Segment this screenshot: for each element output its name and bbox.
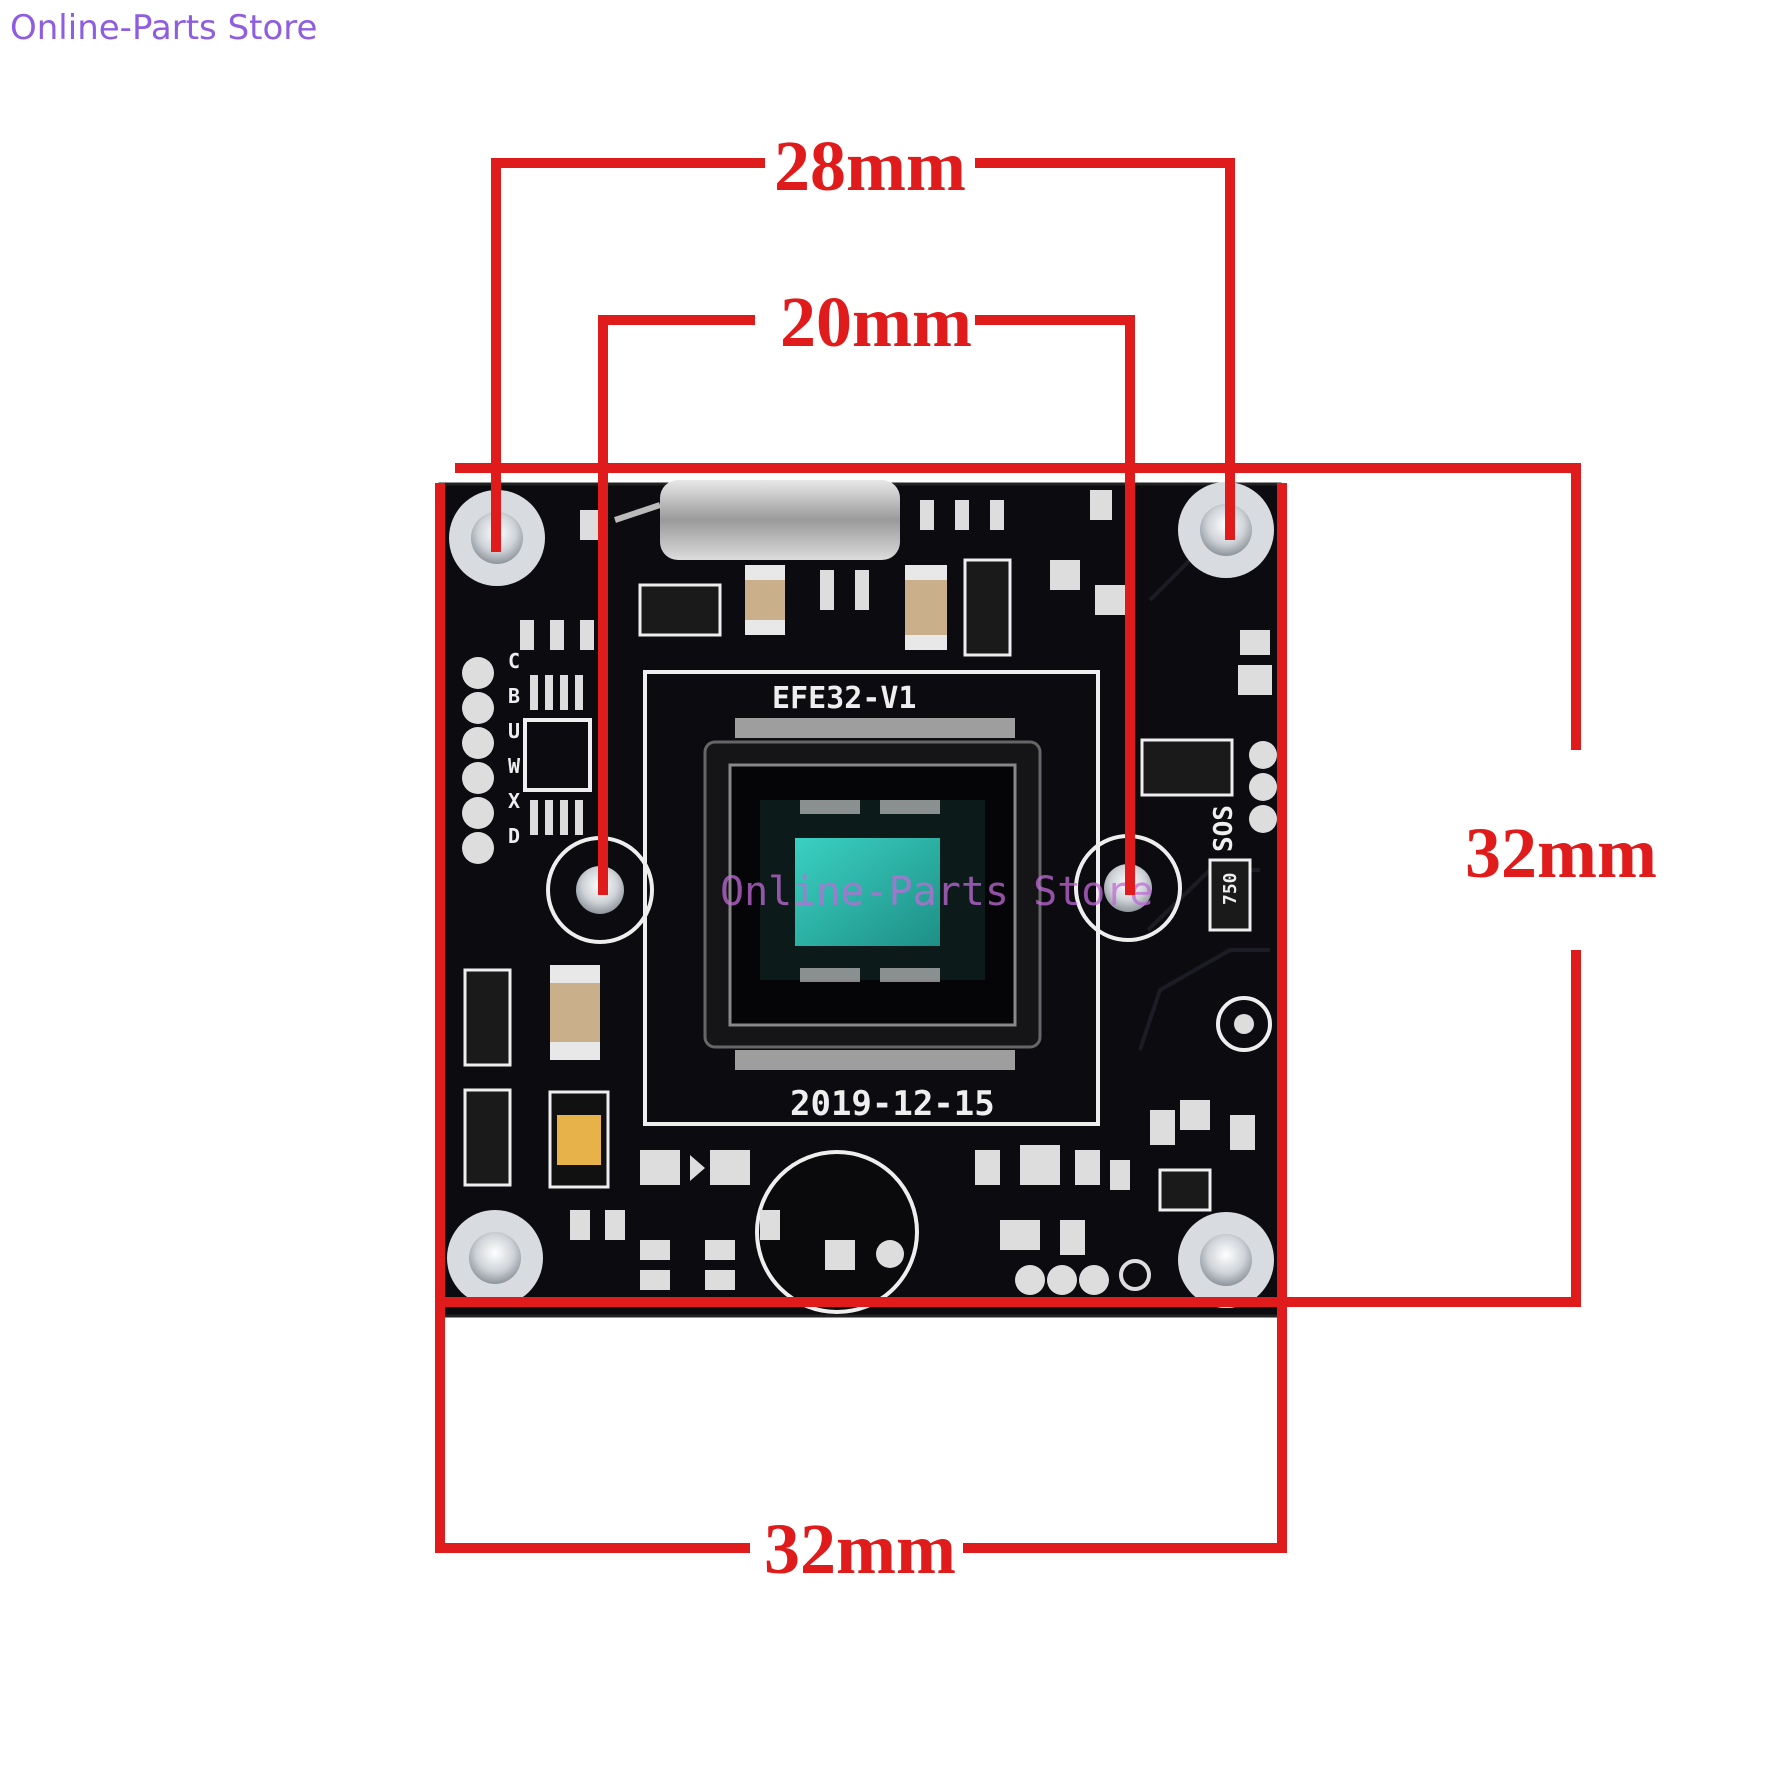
dim-20mm-left <box>598 315 755 895</box>
side-label: SOS <box>1209 805 1239 852</box>
dim-32mm-bottom-right <box>963 483 1287 1553</box>
center-watermark: Online-Parts Store <box>720 869 1153 915</box>
pin-label: D <box>508 824 520 848</box>
dim-20mm-right <box>975 315 1135 895</box>
resistor-label: 750 <box>1220 872 1241 905</box>
microphone <box>755 1150 919 1314</box>
model-label: EFE32-V1 <box>772 681 917 716</box>
image-sensor <box>703 718 1042 1070</box>
top-components <box>520 490 1272 695</box>
pin-label: U <box>508 719 520 743</box>
mounting-hole-br <box>1178 1212 1274 1308</box>
dim-label-28mm: 28mm <box>774 126 966 206</box>
dimension-lines <box>435 158 1581 1553</box>
dim-32mm-right-top <box>455 463 1581 750</box>
bottom-components <box>570 1100 1255 1295</box>
dim-28mm-left <box>491 158 765 552</box>
bottom-left-components <box>463 965 750 1189</box>
left-ic <box>523 675 592 835</box>
pcb-board: C B U W X D EFE32-V1 2019-12-15 <box>438 480 1282 1318</box>
pin-label: W <box>508 754 521 778</box>
pin-labels: C B U W X D <box>508 649 521 848</box>
pin-label: X <box>508 789 520 813</box>
pin-pads <box>462 657 494 864</box>
date-label: 2019-12-15 <box>790 1084 995 1124</box>
dim-28mm-right <box>975 158 1235 540</box>
right-components <box>1140 738 1277 1052</box>
store-watermark: Online-Parts Store <box>10 8 318 48</box>
dim-label-32mm-bottom: 32mm <box>764 1509 956 1589</box>
pin-label: C <box>508 649 520 673</box>
dim-32mm-bottom-left <box>435 483 750 1553</box>
pin-label: B <box>508 684 520 708</box>
dim-label-20mm: 20mm <box>780 282 972 362</box>
dim-label-32mm-right: 32mm <box>1465 813 1657 893</box>
dim-32mm-right-bottom <box>435 950 1581 1307</box>
mounting-hole-bl <box>447 1210 543 1306</box>
crystal-oscillator <box>614 480 900 560</box>
sensor-outline <box>643 670 1100 1126</box>
